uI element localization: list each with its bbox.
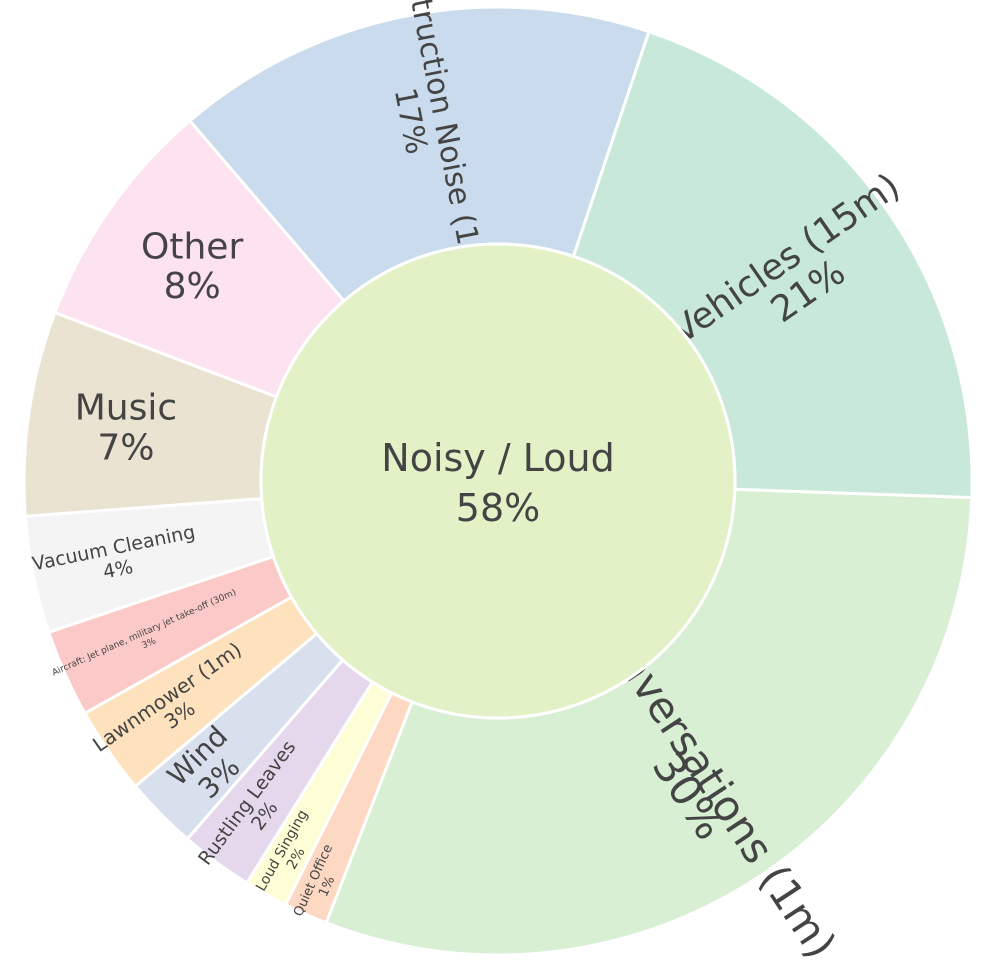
slice-name-8: Music [75,388,177,429]
slice-name-9: Other [141,227,243,268]
center-slice-label: Noisy / Loud [381,436,614,480]
center-slice-value: 58% [456,486,540,530]
slice-value-9: 8% [164,266,221,307]
slice-value-8: 7% [97,427,154,468]
outer-ring [22,5,974,957]
center-slice[interactable] [259,242,737,720]
